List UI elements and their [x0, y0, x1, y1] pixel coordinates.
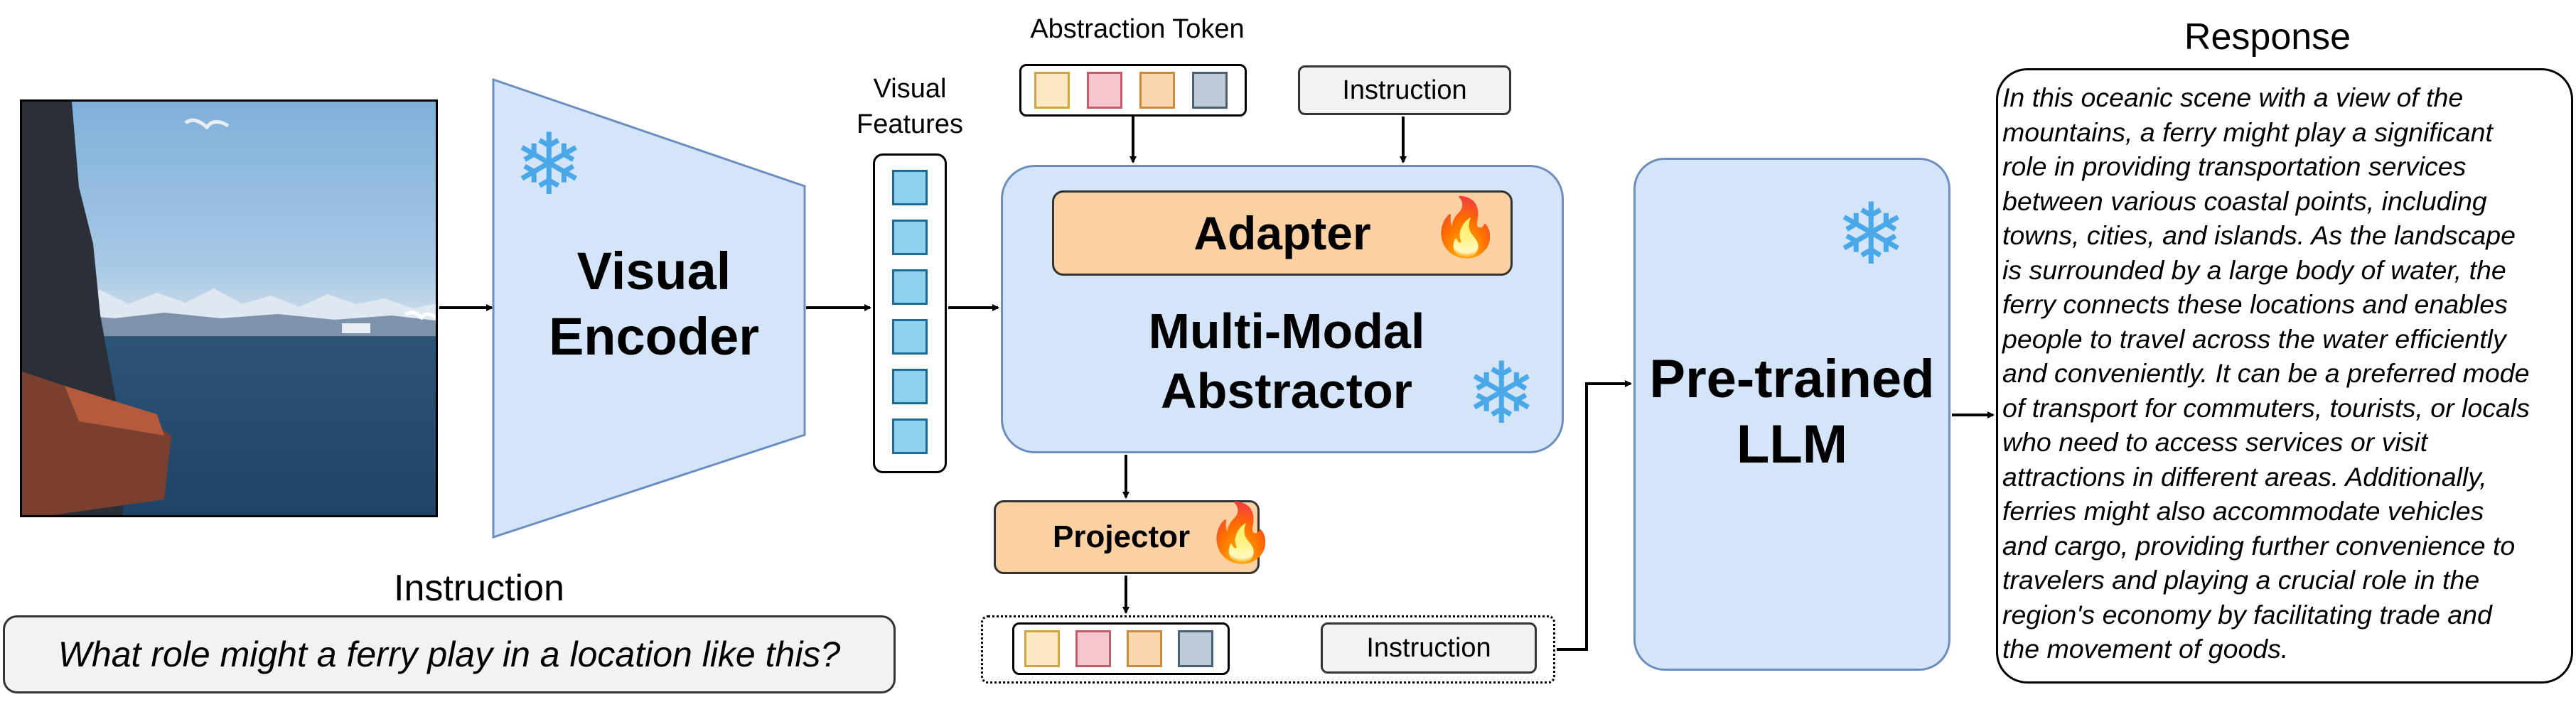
feature-cell	[892, 269, 928, 305]
token-square	[1192, 72, 1228, 109]
input-image	[20, 99, 438, 517]
response-title: Response	[2184, 16, 2351, 58]
mountain-range	[22, 288, 436, 336]
token-square	[1024, 630, 1060, 667]
snowflake-icon: ❄	[513, 117, 585, 212]
token-square	[1178, 630, 1213, 667]
token-square	[1034, 72, 1070, 109]
question-title: Instruction	[394, 568, 564, 609]
question-box: What role might a ferry play in a locati…	[3, 615, 896, 693]
projector-box: Projector	[994, 500, 1260, 574]
feature-cell	[892, 319, 928, 355]
fire-icon: 🔥	[1430, 195, 1501, 259]
llm-input-group	[981, 615, 1555, 684]
adapter-box: Adapter	[1052, 190, 1513, 276]
question-text: What role might a ferry play in a locati…	[58, 634, 841, 674]
projected-token-strip	[1012, 622, 1230, 675]
feature-cell	[892, 418, 928, 454]
fire-icon: 🔥	[1206, 501, 1277, 564]
abstractor-label: Multi-Modal Abstractor	[1148, 303, 1425, 418]
abstraction-token-title: Abstraction Token	[1030, 14, 1245, 44]
pretrained-llm	[1633, 158, 1950, 671]
projector-label: Projector	[1053, 519, 1191, 554]
instruction-box-bottom: Instruction	[1321, 622, 1537, 674]
token-square	[1127, 630, 1162, 667]
feature-cell	[892, 170, 928, 205]
snowflake-icon: ❄	[1835, 187, 1907, 282]
instruction-box-top: Instruction	[1298, 65, 1511, 115]
llm-label: Pre-trained LLM	[1649, 349, 1935, 475]
token-square	[1087, 72, 1122, 109]
visual-features-column	[873, 153, 947, 473]
token-square	[1075, 630, 1111, 667]
adapter-label: Adapter	[1193, 207, 1371, 259]
feature-cell	[892, 369, 928, 404]
visual-encoder-shape	[492, 77, 806, 539]
arrow-tokens-to-llm	[1557, 380, 1632, 651]
snowflake-icon: ❄	[1466, 346, 1537, 441]
feature-cell	[892, 220, 928, 255]
response-box: In this oceanic scene with a view of the…	[1996, 68, 2573, 684]
visual-features-label: Visual Features	[857, 74, 963, 139]
abstraction-token-strip	[1019, 64, 1247, 117]
response-text: In this oceanic scene with a view of the…	[2002, 82, 2530, 664]
visual-encoder-label: Visual Encoder	[548, 242, 760, 366]
ferry-ship	[22, 102, 436, 515]
token-square	[1139, 72, 1175, 109]
